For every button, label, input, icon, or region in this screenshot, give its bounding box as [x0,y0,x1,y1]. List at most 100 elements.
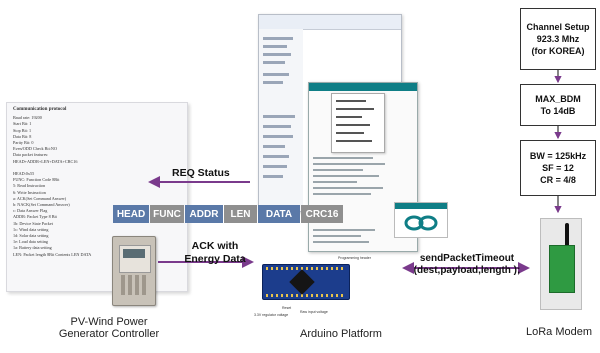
arduino-caption: Arduino Platform [300,328,382,340]
explorer-row [263,61,285,64]
explorer-row [263,81,283,84]
explorer-row [263,175,283,178]
code-line [313,157,373,159]
protocol-line: Data Bit: 8 [13,133,32,139]
explorer-row [263,115,295,118]
lora-params-box: BW = 125kHz SF = 12 CR = 4/8 [520,140,596,196]
code-line [313,181,357,183]
protocol-line: a: ACK(Set Command Answer) [13,195,67,201]
lora-modem-device [540,218,582,310]
send-label-line1: sendPacketTimeout [419,253,515,264]
code-line [313,187,383,189]
code-line [313,175,379,177]
raw-input-annotation: Raw input voltage [300,310,328,314]
lora-param-line: BW = 125kHz [529,151,587,161]
packet-field-addr: ADDR [185,205,223,223]
arduino-ide-window [308,82,418,252]
channel-setup-line: 923.3 Mhz [536,34,580,44]
packet-field-len: LEN [224,205,257,223]
protocol-line: FUNC: Function Code 8Bit [13,177,60,183]
controller-caption-line1: PV-Wind Power [70,316,148,328]
device-screen [123,249,145,258]
menu-row [336,116,362,118]
channel-setup-line: Channel Setup [526,22,590,32]
explorer-row [263,145,285,148]
protocol-line: HEAD:0x55 [13,171,35,177]
channel-setup-line: (for KOREA) [531,46,585,56]
menu-row [336,108,374,110]
max-bdm-line: To 14dB [540,106,576,116]
pv-wind-controller-device [112,236,156,306]
arduino-infinity-icon [395,203,447,231]
explorer-row [263,53,291,56]
menu-row [336,132,364,134]
protocol-line: Start Bit: 1 [13,121,32,127]
protocol-lines: Baud rate: 19200 Start Bit: 1 Stop Bit: … [13,115,181,258]
max-bdm-box: MAX_BDM To 14dB [520,84,596,126]
explorer-row [263,135,293,138]
ide-dropdown-menu [331,93,385,153]
code-line [313,235,361,237]
req-status-label: REQ Status [172,167,230,179]
ack-label-line1: ACK with [191,240,239,252]
arduino-logo-card [394,202,448,238]
protocol-line: c: Data Answer Flag [13,208,48,214]
lora-param-line: CR = 4/8 [540,175,576,185]
controller-caption-line2: Generator Controller [58,328,160,340]
packet-field-data: DATA [258,205,300,223]
modem-pcb [549,245,575,293]
protocol-title: Communication protocol [13,107,67,112]
reset-annotation: Reset [282,306,292,310]
menu-row [336,124,370,126]
protocol-line: 1e: Load data setting [13,239,49,245]
max-bdm-line: MAX_BDM [535,94,581,104]
code-line [313,229,375,231]
protocol-line: Parity Bit: 0 [13,140,34,146]
lora-param-line: SF = 12 [542,163,574,173]
protocol-line: 1a: Battery data setting [13,245,52,251]
protocol-line: Even/ODD Check Bit:NO [13,146,57,152]
protocol-line: ADDR: Packet Type 8 Bit [13,214,57,220]
explorer-row [263,165,287,168]
protocol-line: 5: Read Instruction [13,183,46,189]
ack-label: ACK with Energy Data [175,240,255,266]
code-line [313,193,371,195]
arduino-pro-mini-board [262,264,350,300]
lora-modem-caption: LoRa Modem [525,326,593,338]
code-line [313,163,385,165]
protocol-line: b: NACK(Set Command Answer) [13,202,70,208]
protocol-line: 1d: Solar data setting [13,233,49,239]
packet-field-head: HEAD [113,205,149,223]
controller-caption: PV-Wind Power Generator Controller [44,316,174,340]
device-terminals [121,275,147,295]
protocol-line: Baud rate: 19200 [13,115,42,121]
menu-row [336,100,366,102]
ack-label-line2: Energy Data [184,253,246,265]
antenna [565,223,569,253]
protocol-line: 6: Write Instruction [13,189,46,195]
regulator-annotation: 3.3V regulator voltage [254,313,289,317]
ide-titlebar [309,83,417,91]
code-line [313,169,363,171]
explorer-sidebar [259,29,303,211]
protocol-line: 1c: Wind data setting [13,226,49,232]
header-pins [266,267,344,270]
explorer-toolbar [259,15,401,30]
menu-row [336,140,372,142]
protocol-document: Communication protocol Baud rate: 19200 … [6,102,188,292]
protocol-line: 1b: Device State Packet [13,220,53,226]
explorer-row [263,125,291,128]
protocol-line: LEN: Packet length 8Bit Contents LEN DAT… [13,251,92,257]
programming-header-annotation: Programming header [338,256,371,260]
explorer-row [263,37,293,40]
header-pins [266,294,344,297]
explorer-row [263,45,287,48]
explorer-row [263,73,289,76]
send-packet-label: sendPacketTimeout (dest,payload,length )… [402,253,532,277]
protocol-line: HEAD+ADDR+LEN+DATA+CRC16 [13,158,78,164]
code-line [313,241,369,243]
packet-field-func: FUNC [150,205,184,223]
send-label-line2: (dest,payload,length ); [413,265,521,276]
channel-setup-box: Channel Setup 923.3 Mhz (for KOREA) [520,8,596,70]
